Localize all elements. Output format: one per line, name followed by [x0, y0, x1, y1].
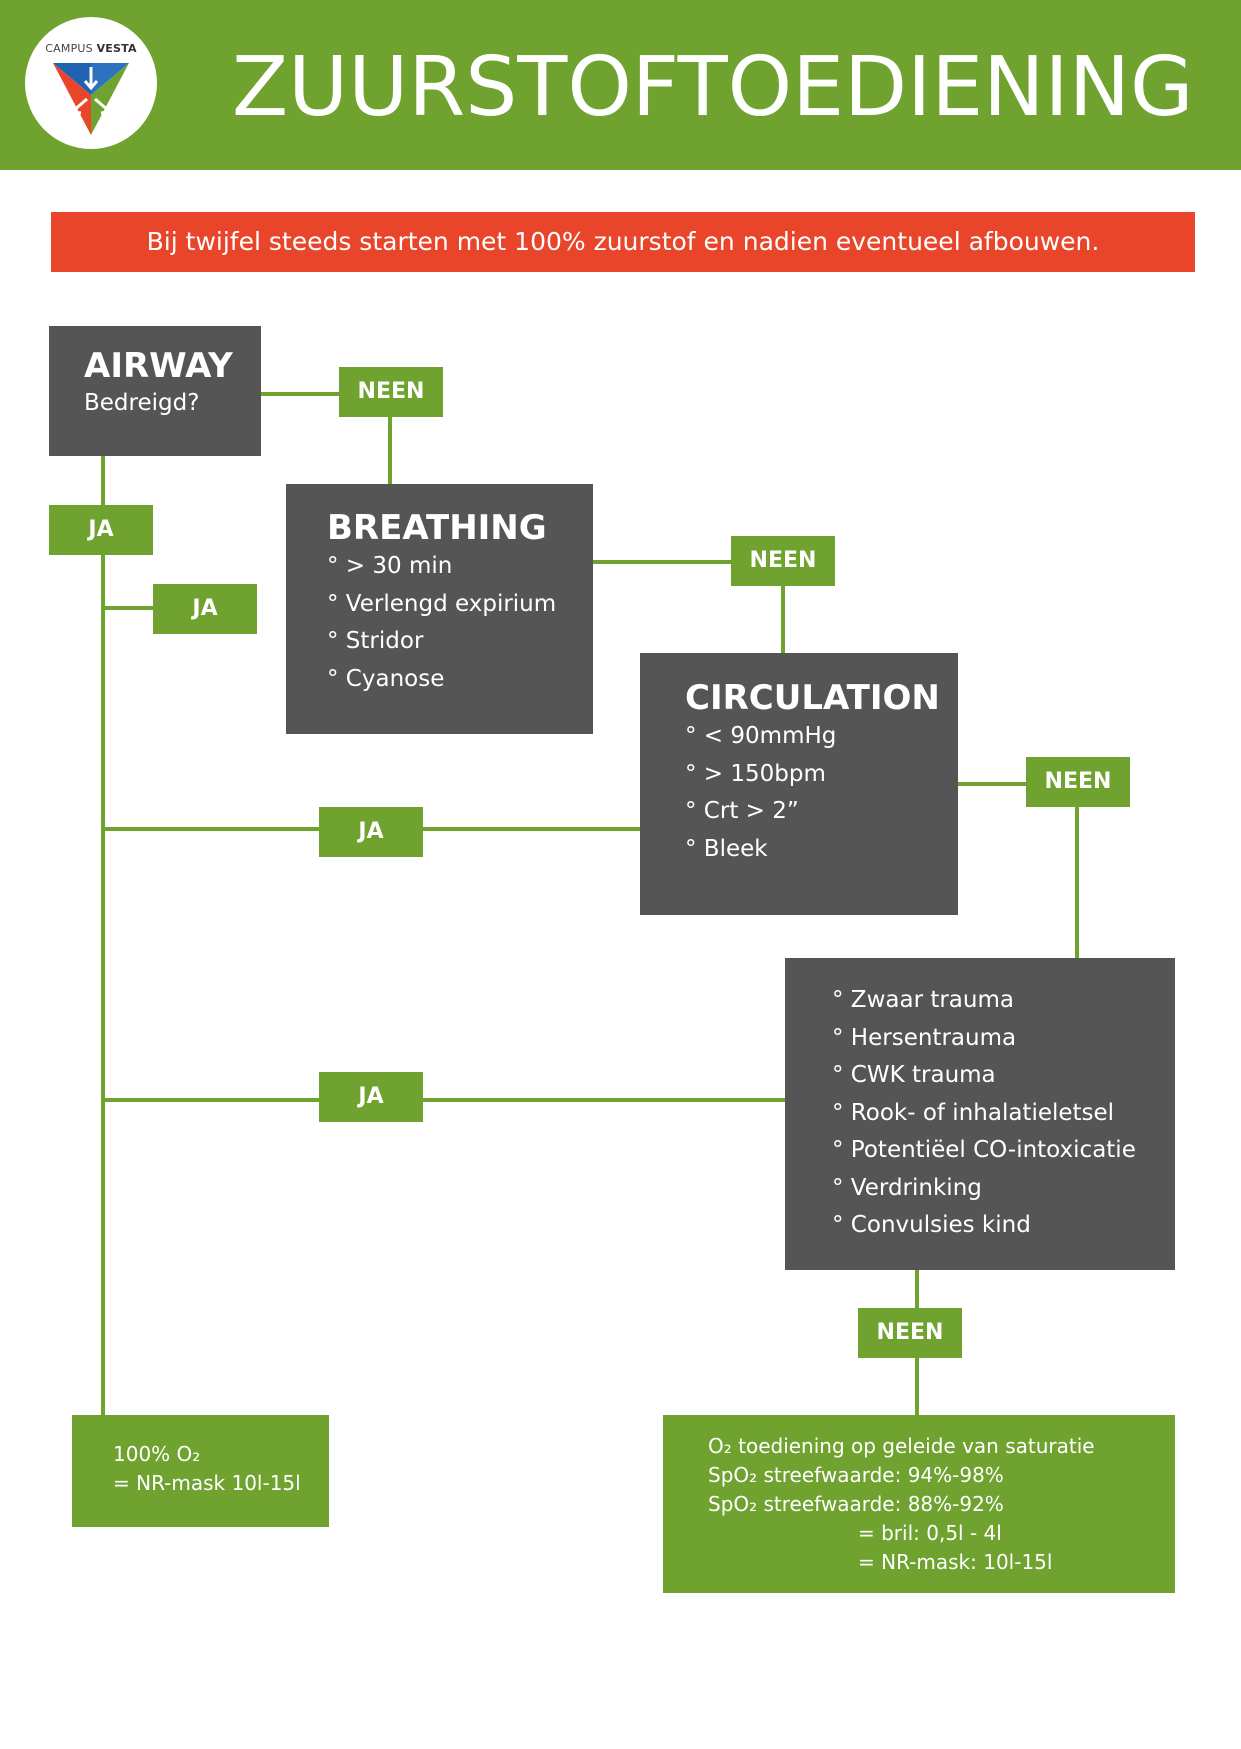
- list-item: ° < 90mmHg: [685, 723, 837, 749]
- connector-neen-circulation: [781, 586, 785, 653]
- list-item: ° Rook- of inhalatieletsel: [832, 1099, 1115, 1126]
- warning-banner: Bij twijfel steeds starten met 100% zuur…: [51, 212, 1195, 272]
- tag-conditions-ja: JA: [319, 1072, 423, 1122]
- list-item: ° Verlengd expirium: [327, 590, 557, 617]
- result-titrate-line-4: = bril: 0,5l - 4l: [858, 1521, 1002, 1545]
- list-item: ° Stridor: [327, 628, 424, 654]
- breathing-title: BREATHING: [327, 508, 547, 548]
- connector-ja-conditions: [103, 1098, 785, 1102]
- result-full-line-2: = NR-mask 10l-15l: [113, 1471, 301, 1495]
- result-titrate-oxygen-box: O₂ toediening op geleide van saturatie S…: [663, 1415, 1175, 1593]
- result-titrate-line-1: O₂ toediening op geleide van saturatie: [708, 1434, 1095, 1458]
- page-title: ZUURSTOFTOEDIENING: [232, 40, 1194, 135]
- airway-box: AIRWAY Bedreigd?: [49, 326, 261, 456]
- conditions-box: ° Zwaar trauma ° Hersentrauma ° CWK trau…: [785, 958, 1175, 1270]
- tag-airway-neen: NEEN: [339, 367, 443, 417]
- connector-main-vertical: [101, 455, 105, 1415]
- result-full-line-1: 100% O₂: [113, 1442, 201, 1466]
- tag-breathing-ja: JA: [153, 584, 257, 634]
- campus-vesta-logo: CAMPUS VESTA: [25, 17, 157, 149]
- airway-title: AIRWAY: [84, 346, 233, 386]
- list-item: ° CWK trauma: [832, 1062, 996, 1088]
- airway-subtitle: Bedreigd?: [84, 390, 200, 416]
- tag-conditions-neen: NEEN: [858, 1308, 962, 1358]
- list-item: ° Bleek: [685, 835, 768, 862]
- connector-breathing-neen: [593, 560, 733, 564]
- list-item: ° > 30 min: [327, 553, 453, 579]
- connector-neen-breathing: [388, 416, 392, 484]
- breathing-box: BREATHING ° > 30 min ° Verlengd expirium…: [286, 484, 593, 734]
- circulation-title: CIRCULATION: [685, 678, 940, 718]
- tag-breathing-neen: NEEN: [731, 536, 835, 586]
- list-item: ° Convulsies kind: [832, 1212, 1031, 1238]
- list-item: ° > 150bpm: [685, 760, 826, 787]
- circulation-criteria-list: ° < 90mmHg ° > 150bpm ° Crt > 2” ° Bleek: [685, 718, 958, 868]
- result-titrate-line-2: SpO₂ streefwaarde: 94%-98%: [708, 1463, 1004, 1487]
- list-item: ° Potentiëel CO-intoxicatie: [832, 1137, 1136, 1163]
- result-full-oxygen-box: 100% O₂ = NR-mask 10l-15l: [72, 1415, 329, 1527]
- header-bar: CAMPUS VESTA ZUURSTOFTOEDIENING: [0, 0, 1241, 170]
- result-titrate-line-5: = NR-mask: 10l-15l: [858, 1550, 1053, 1574]
- logo-text-bold: VESTA: [96, 42, 137, 55]
- list-item: ° Verdrinking: [832, 1174, 982, 1201]
- circulation-box: CIRCULATION ° < 90mmHg ° > 150bpm ° Crt …: [640, 653, 958, 915]
- list-item: ° Crt > 2”: [685, 798, 799, 824]
- breathing-criteria-list: ° > 30 min ° Verlengd expirium ° Stridor…: [327, 548, 593, 698]
- list-item: ° Cyanose: [327, 665, 445, 692]
- list-item: ° Hersentrauma: [832, 1024, 1017, 1051]
- connector-ja-breathing: [103, 606, 153, 610]
- tag-circulation-neen: NEEN: [1026, 757, 1130, 807]
- list-item: ° Zwaar trauma: [832, 987, 1014, 1013]
- tag-airway-ja: JA: [49, 505, 153, 555]
- result-titrate-line-3: SpO₂ streefwaarde: 88%-92%: [708, 1492, 1004, 1516]
- tag-circulation-ja: JA: [319, 807, 423, 857]
- logo-text-light: CAMPUS: [45, 42, 93, 55]
- connector-circulation-neen: [958, 782, 1028, 786]
- connector-airway-neen: [261, 392, 341, 396]
- conditions-list: ° Zwaar trauma ° Hersentrauma ° CWK trau…: [832, 982, 1175, 1245]
- logo-triangle-icon: [53, 63, 129, 135]
- connector-neen-conditions: [1075, 806, 1079, 958]
